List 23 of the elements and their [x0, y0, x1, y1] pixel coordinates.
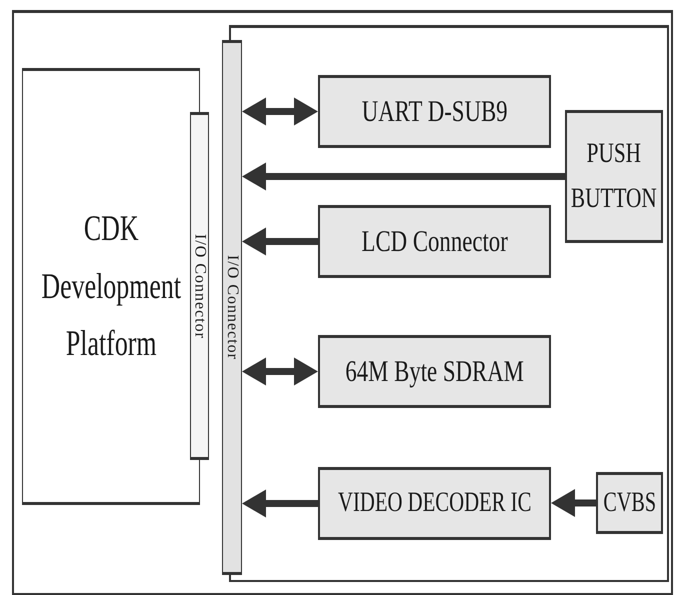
block-label: CDK Development Platform [40, 207, 182, 366]
connector-strip [222, 40, 242, 575]
arrow [242, 228, 318, 256]
block-label: CVBS [602, 488, 657, 518]
arrow [551, 489, 596, 517]
block-label: UART D-SUB9 [360, 95, 508, 128]
module-box [318, 205, 551, 278]
block-label: 64M Byte SDRAM [344, 355, 525, 388]
block-label: VIDEO DECODER IC [336, 488, 532, 519]
arrow [242, 162, 565, 190]
connector-strip [190, 112, 209, 460]
block-label: LCD Connector [360, 225, 509, 258]
module-box [318, 467, 551, 540]
connector-label: I/O Connector [223, 255, 241, 360]
arrow [242, 358, 318, 386]
module-box [596, 472, 663, 534]
arrow [242, 98, 318, 126]
arrow [242, 490, 318, 518]
module-box [318, 335, 551, 408]
connector-label: I/O Connector [190, 234, 208, 338]
module-box [318, 75, 551, 148]
module-box [565, 110, 663, 243]
block-label: PUSH BUTTON [570, 136, 658, 216]
